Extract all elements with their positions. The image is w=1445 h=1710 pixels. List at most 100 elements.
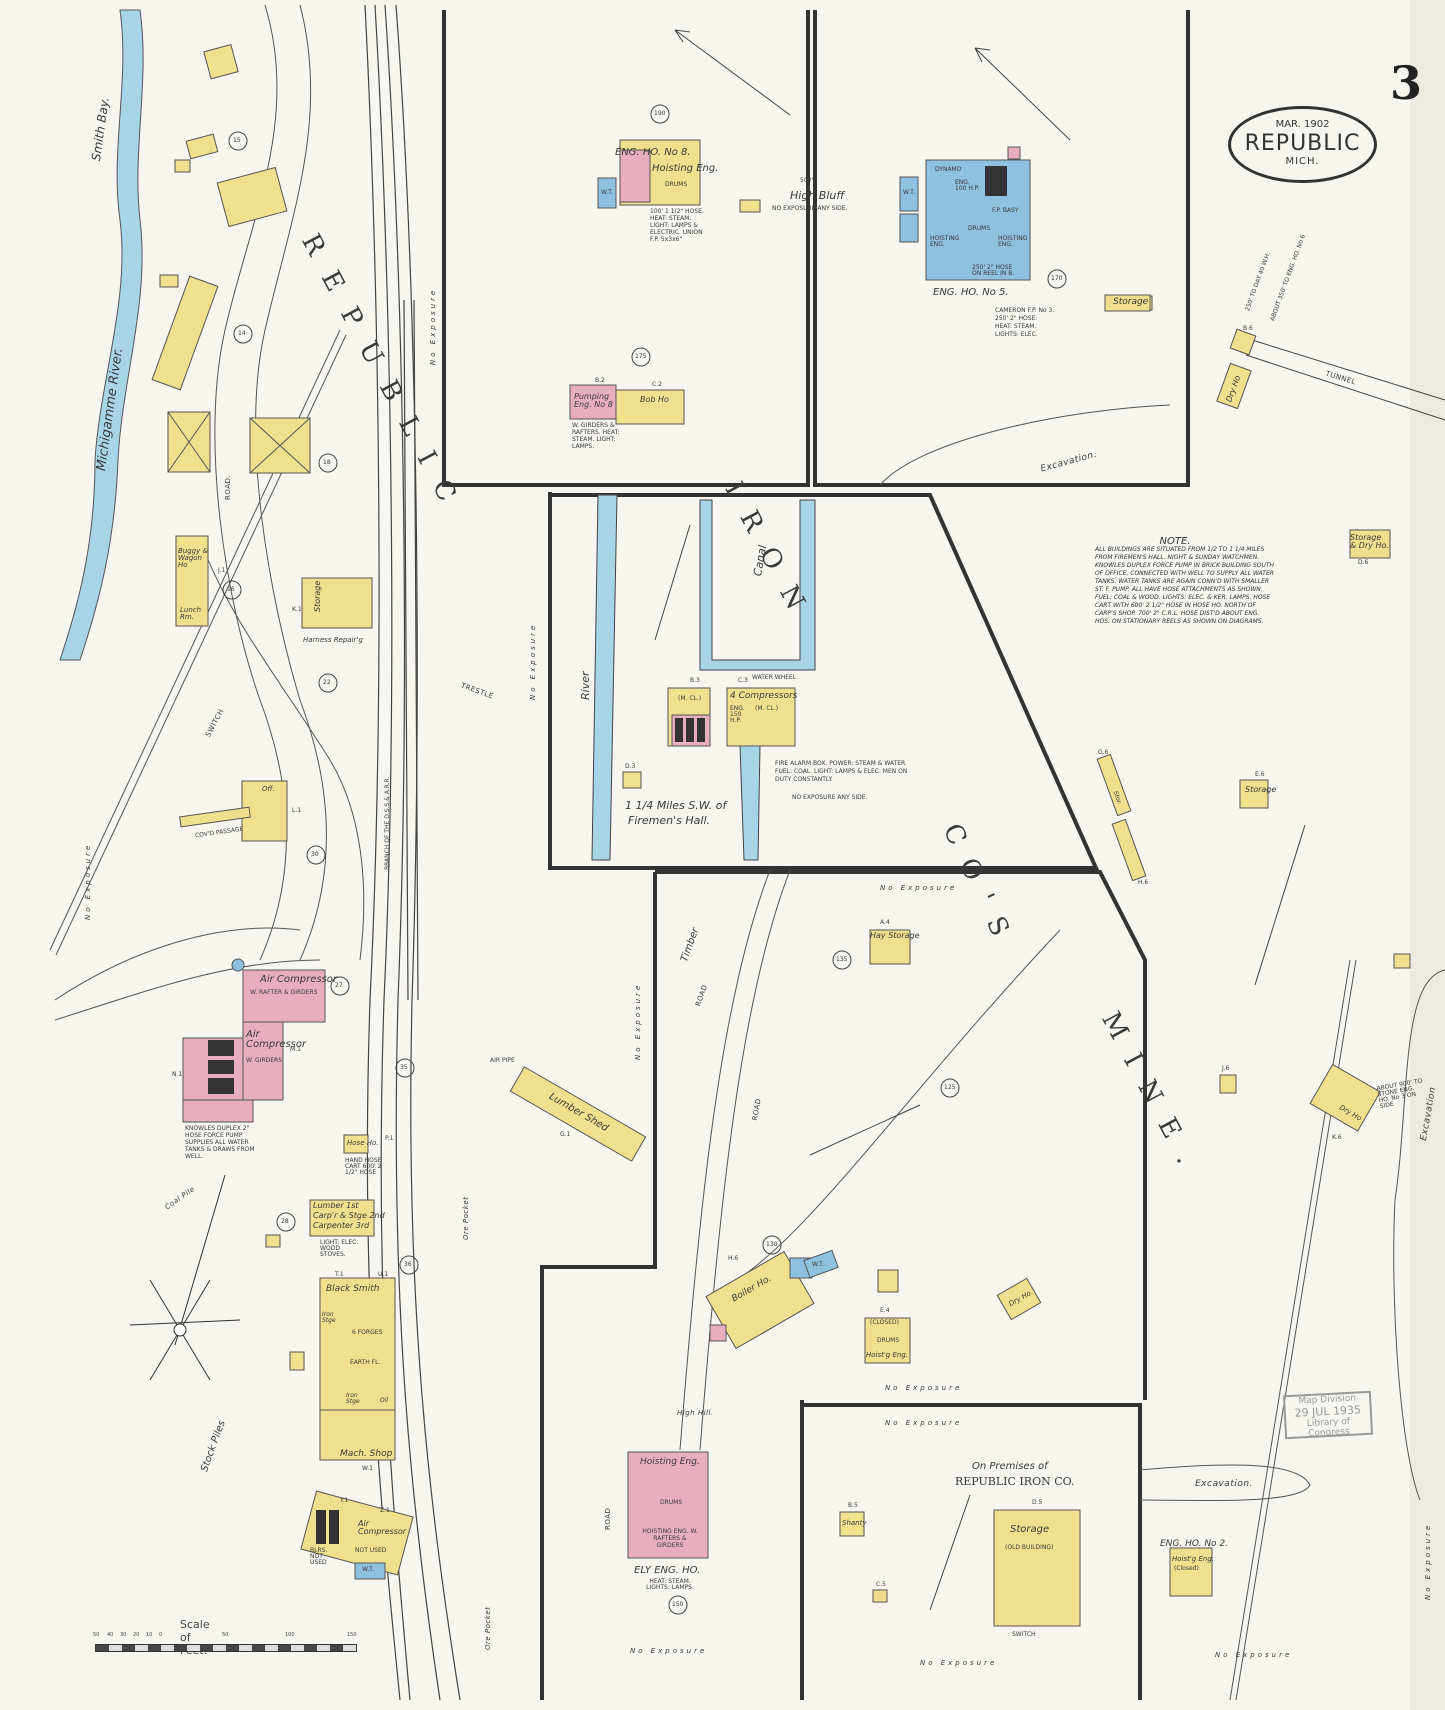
block-number: 15 (233, 137, 241, 144)
label-no-exposure-any-side: NO EXPOSURE ANY SIDE. (792, 794, 868, 801)
label-mid-notes: FIRE ALARM BOX. POWER: STEAM & WATER. FU… (775, 760, 908, 783)
dry-ho-k6-code: K.6 (1332, 1134, 1342, 1141)
sheet-title-cartouche: MAR. 1902 REPUBLIC MICH. (1228, 106, 1377, 183)
railroad-tracks (364, 4, 461, 1701)
j6-code: J.6 (1222, 1065, 1230, 1072)
block-number: 30 (311, 851, 319, 858)
label-no-exposure-6: No Exposure (1215, 1651, 1293, 1659)
hoistg-eng-e4-drums: DRUMS (877, 1337, 900, 1344)
block-number: 190 (654, 110, 666, 117)
block-number: 28 (281, 1218, 289, 1225)
eng-ho-5-dynamo: DYNAMO (935, 166, 962, 173)
river-mid (591, 494, 618, 861)
buggy-sub: Lunch Rm. (180, 606, 202, 621)
storage-d5-sub: (OLD BUILDING) (1005, 1544, 1054, 1551)
boiler-ho-wt: W.T. (812, 1261, 825, 1268)
label-road-left: ROAD. (224, 474, 232, 500)
storage-dry-ho-label: Storage & Dry Ho. (1350, 533, 1389, 550)
eng-ho-5-notes: CAMERON F.P. No 3. 250' 2" HOSE. HEAT: S… (995, 307, 1055, 338)
label-no-exposure-10: No Exposure (84, 842, 92, 920)
air-comp-code-z1: Z.1 (380, 1507, 390, 1514)
air-compressor-1-label: Air Compressor (260, 974, 338, 985)
hose-ho-label: Hose Ho. (347, 1139, 379, 1147)
black-smith-code-t1: T.1 (335, 1271, 344, 1278)
lumber-carp-notes: LIGHT: ELEC. WOOD STOVES. (320, 1239, 359, 1258)
eng-ho-8-wt: W.T. (601, 189, 614, 196)
hoistg-eng-e4-label: Hoist'g Eng. (866, 1351, 909, 1359)
block-number: 170 (1051, 275, 1063, 282)
tick: 40 (107, 1632, 114, 1638)
eng-ho-8-title: ENG. HO. No 8. (615, 147, 691, 158)
storage-e6-label: Storage (1245, 785, 1277, 794)
compressors-eng: ENG. 150 H.P. (730, 705, 745, 724)
air-compressor-2-notes: W. GIRDERS (246, 1057, 283, 1064)
label-no-exposure-3: No Exposure (885, 1419, 963, 1427)
storage-harness-sub: Harness Repair'g (303, 636, 363, 644)
label-high-bluff-dist: 500' (800, 177, 814, 184)
label-railroad: BRANCH OF THE D.S.S.& A.R.R. (384, 776, 391, 870)
hose-ho-code: P.1 (385, 1135, 394, 1142)
note-text: ALL BUILDINGS ARE SITUATED FROM 1/2 TO 1… (1095, 546, 1275, 625)
note-title: NOTE. (1159, 536, 1191, 547)
off-label: Off. (262, 785, 275, 793)
label-high-hill: High Hill. (677, 1409, 714, 1417)
scale-bar (95, 1644, 357, 1652)
pumping-eng-label: Pumping Eng. No 8 (574, 392, 613, 409)
compressors-code: C.3 (738, 677, 748, 684)
eng-ho-5-hoisting-l: HOISTING ENG. (930, 235, 960, 248)
boiler-ho-code: H.6 (728, 1255, 739, 1262)
d3-code: D.3 (625, 763, 636, 770)
black-smith-forges: 6 FORGES (352, 1329, 383, 1336)
eng-ho-5-hoisting-r: HOISTING ENG. (998, 235, 1028, 248)
air-comp-code-y1: Y.1 (340, 1497, 349, 1504)
label-no-exposure-8: No Exposure (529, 622, 537, 700)
label-road-bottom: ROAD (604, 1507, 612, 1530)
label-no-exposure-4: No Exposure (920, 1659, 998, 1667)
map-note: NOTE. ALL BUILDINGS ARE SITUATED FROM 1/… (1095, 537, 1275, 626)
block-number: 130 (766, 1241, 778, 1248)
black-smith-iron-stge-2: Iron Stge (346, 1392, 360, 1405)
michigamme-river (59, 9, 144, 661)
tick: 50 (222, 1632, 229, 1638)
b3-code: B.3 (690, 677, 700, 684)
hay-storage-label: Hay Storage (870, 931, 920, 940)
label-republic-iron-co: REPUBLIC IRON CO. (955, 1475, 1075, 1488)
label-water-wheel: WATER WHEEL (752, 674, 797, 681)
block-number: 125 (944, 1084, 956, 1091)
off-code: L.1 (292, 807, 302, 814)
eng-ho-5-eng: ENG. 100 H.P. (955, 179, 980, 192)
air-comp-not-used-label: Air Compressor (358, 1519, 407, 1536)
label-no-exposure-1: No Exposure (880, 884, 958, 892)
black-smith-iron-stge: Iron Stge (322, 1311, 336, 1324)
ely-notes: HOISTING ENG. W. RAFTERS & GIRDERS (642, 1528, 698, 1549)
label-firemens-hall: Firemen's Hall. (628, 814, 711, 827)
label-no-exposure-5: No Exposure (630, 1647, 708, 1655)
black-smith-oil: Oil (380, 1397, 389, 1404)
label-no-exposure-7: No Exposure (429, 287, 437, 365)
block-number: 35 (400, 1064, 408, 1071)
air-compressor-2-code: M.1 (290, 1046, 301, 1053)
label-air-pipe: AIR PIPE (490, 1057, 515, 1064)
tick: 10 (146, 1632, 153, 1638)
eng-ho-5-fp: F.P. BASY (992, 207, 1019, 214)
eng-ho-2-label: Hoist'g Eng. (1172, 1555, 1215, 1563)
pumping-eng-code: B.2 (595, 377, 605, 384)
sheet-date: MAR. 1902 (1275, 119, 1330, 130)
eng-ho-8-label: Hoisting Eng. (652, 163, 719, 174)
lumber-carp-label-3: Carpenter 3rd (313, 1221, 370, 1230)
storage-dry-ho-code: D.6 (1358, 559, 1369, 566)
eng-ho-8-notes: 100' 1 1/2" HOSE. HEAT: STEAM. LIGHT: LA… (650, 208, 704, 243)
tick: 150 (347, 1632, 357, 1638)
block-number: 18 (323, 459, 331, 466)
compass-rose (129, 1174, 241, 1381)
hoistg-eng-e4-sub: (CLOSED) (870, 1319, 899, 1326)
town-name: REPUBLIC (1244, 131, 1361, 156)
shanty-label: Shanty (842, 1519, 867, 1527)
block-number: 14 (238, 330, 246, 337)
storage-e6-code: E.6 (1255, 771, 1265, 778)
compressors-sub: (M. CL.) (755, 705, 779, 712)
stor-g6-code: G.6 (1098, 749, 1109, 756)
black-smith-earth-fl: EARTH FL. (350, 1359, 381, 1366)
eng-ho-5-title: ENG. HO. No 5. (933, 287, 1009, 298)
